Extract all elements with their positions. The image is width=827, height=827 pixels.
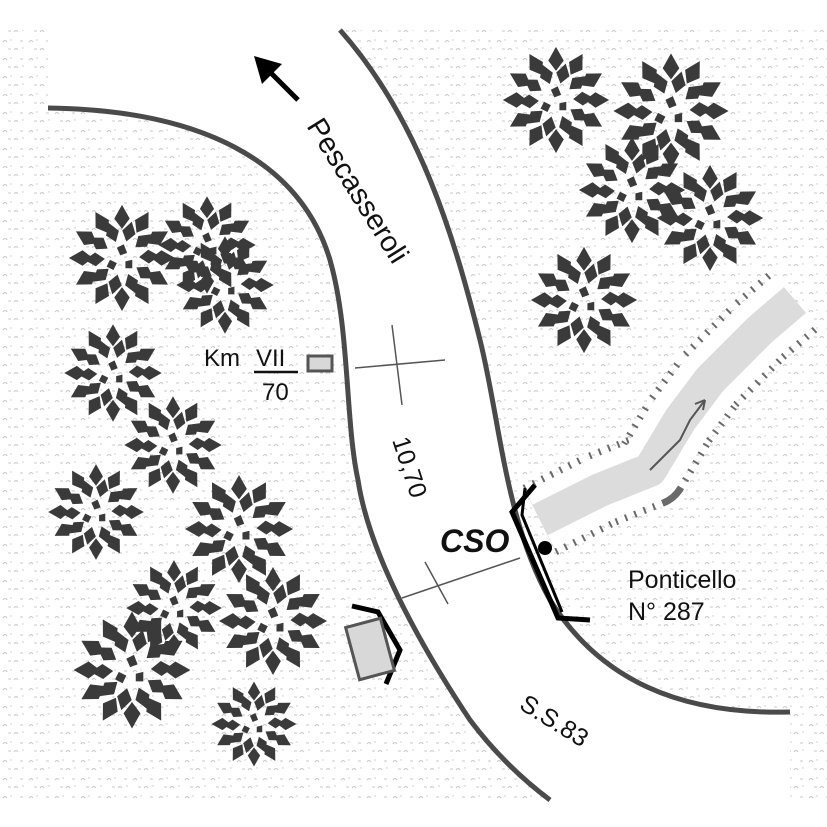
north-west-arrow-icon [254,56,300,102]
roadside-structure [343,616,397,682]
road-edge-left [47,105,552,802]
section-line-lower [401,557,521,605]
km-marker-post [306,354,334,373]
km-marker-label: Km [204,345,240,372]
cso-point [538,541,552,555]
bridge-parapet-left [343,603,403,685]
flow-arrow [649,399,706,471]
cso-label: CSO [440,523,509,559]
bridge-parapet-right [509,483,591,623]
km-denominator-label: 70 [262,379,289,406]
road-surface [48,30,790,800]
section-line-upper [354,324,446,406]
bridge-number-label: N° 287 [628,598,705,626]
road-edge-right [338,28,791,715]
stream-channel [522,270,821,555]
km-numerator-label: VII [256,345,285,372]
bridge-name-label: Ponticello [628,566,736,594]
